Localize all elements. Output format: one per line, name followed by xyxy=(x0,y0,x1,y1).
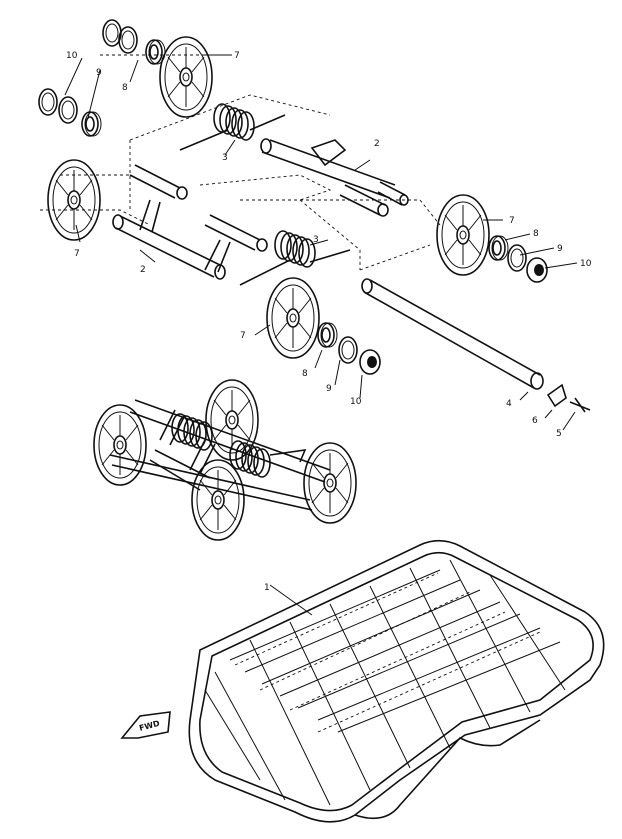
callout-2-lower: 2 xyxy=(140,265,146,275)
bracket-6 xyxy=(546,383,567,408)
callout-7-left: 7 xyxy=(74,249,80,259)
track-belt-1: 1 xyxy=(188,539,605,823)
bolt-5 xyxy=(569,397,591,413)
assembled-suspension xyxy=(93,379,357,541)
fwd-label: FWD xyxy=(138,719,161,733)
assembled-wheel-front-left xyxy=(191,459,245,541)
callout-8-right: 8 xyxy=(533,229,539,239)
washer-9-lower xyxy=(338,336,358,364)
bearing-8-left xyxy=(81,111,102,137)
bearing-8-lower xyxy=(317,322,338,348)
spring-3-lower xyxy=(274,230,316,268)
spring-3-upper xyxy=(213,103,255,141)
callout-10-lower: 10 xyxy=(350,397,362,407)
swing-arm-2-lower xyxy=(112,164,268,280)
wheel-7-front-right xyxy=(266,277,320,359)
bearing-8-top xyxy=(145,39,166,65)
callout-9-top: 9 xyxy=(96,68,102,78)
circlip-10-left xyxy=(38,88,58,116)
callout-7-right: 7 xyxy=(509,216,515,226)
swing-arm-2-upper xyxy=(260,138,409,217)
cap-10-right xyxy=(526,257,548,283)
callout-5: 5 xyxy=(556,429,562,439)
callout-3-upper: 3 xyxy=(222,153,228,163)
track-lugs xyxy=(204,559,566,806)
assembled-wheel-rear-left xyxy=(93,404,147,486)
wheel-7-rear-right xyxy=(436,194,490,276)
washer-9-left xyxy=(58,96,78,124)
wheel-7-rear-left xyxy=(159,36,213,118)
callout-4: 4 xyxy=(506,399,512,409)
assembled-wheel-front-right xyxy=(303,442,357,524)
washer-9-right xyxy=(507,244,527,272)
callout-2-upper: 2 xyxy=(374,139,380,149)
shaft-4 xyxy=(361,278,544,390)
fwd-arrow-icon: FWD xyxy=(120,711,171,739)
callout-10-right: 10 xyxy=(580,259,592,269)
exploded-suspension: 10 9 8 7 3 2 7 8 9 10 7 2 3 7 8 9 10 4 6… xyxy=(38,19,592,439)
callout-10-top: 10 xyxy=(66,51,78,61)
callout-7-top: 7 xyxy=(234,51,240,61)
callout-3-lower: 3 xyxy=(313,235,319,245)
callout-9-lower: 9 xyxy=(326,384,332,394)
callout-8-lower: 8 xyxy=(302,369,308,379)
callout-6: 6 xyxy=(532,416,538,426)
callout-8-top: 8 xyxy=(122,83,128,93)
cap-10-lower xyxy=(359,349,381,375)
wheel-7-front-left xyxy=(47,159,101,241)
washer-9-top xyxy=(118,26,138,54)
callout-1: 1 xyxy=(264,583,270,593)
callout-7-lower: 7 xyxy=(240,331,246,341)
callout-9-right: 9 xyxy=(557,244,563,254)
circlip-10-top xyxy=(102,19,122,47)
